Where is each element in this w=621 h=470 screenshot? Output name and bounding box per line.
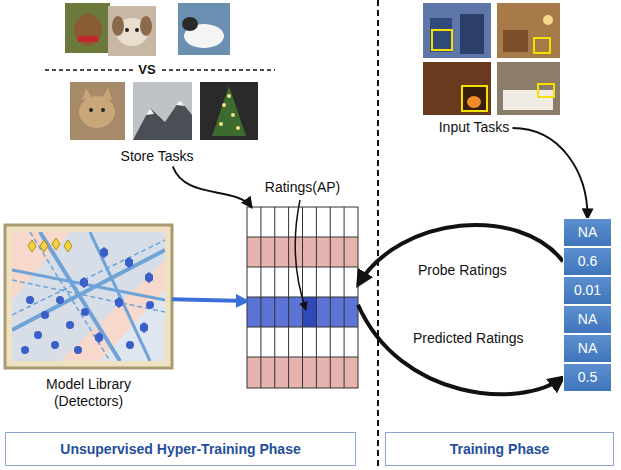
node-text: NA: [578, 340, 597, 357]
edge-label: Probe Ratings: [415, 262, 510, 279]
phase-box: Training Phase: [385, 432, 614, 466]
connector-arrow: [358, 305, 563, 395]
rating-matrix: Ratings(AP): [247, 207, 358, 388]
node-text: NA: [578, 224, 597, 241]
rating-cell: 0.01: [563, 276, 612, 305]
node-text: Input Tasks: [436, 119, 513, 136]
model-library-figure: [5, 225, 172, 368]
connector-arrow: [358, 225, 563, 285]
store-task-photos: [45, 3, 275, 140]
node-text: Training Phase: [450, 441, 550, 458]
connector-arrow: [513, 128, 588, 218]
node-text: Store Tasks: [118, 148, 197, 165]
input-task-photos: [423, 3, 560, 115]
rating-cell: 0.5: [563, 363, 612, 392]
rating-cell: NA: [563, 334, 612, 363]
rating-cell: NA: [563, 305, 612, 334]
leader-line: [295, 200, 306, 310]
node-text: NA: [578, 311, 597, 328]
task-caption: Input Tasks: [436, 119, 513, 138]
node-text: Unsupervised Hyper-Training Phase: [60, 441, 300, 458]
task-caption: Store Tasks: [118, 148, 197, 167]
node-text: 0.6: [578, 253, 597, 270]
phase-separator: [377, 0, 379, 470]
rating-matrix-grid: [247, 200, 358, 388]
connector-arrow: [173, 167, 252, 208]
phase-box: Unsupervised Hyper-Training Phase: [5, 432, 356, 466]
versus-label: VS: [134, 62, 159, 78]
connector-arrow: [172, 299, 247, 301]
rating-cell: 0.6: [563, 247, 612, 276]
node-text: 0.01: [574, 282, 601, 299]
model-library: Model Library (Detectors): [5, 225, 172, 368]
node-text: Ratings(AP): [265, 179, 340, 196]
rating-cell: NA: [563, 218, 612, 247]
edge-label: Predicted Ratings: [410, 330, 527, 347]
node-text: Model Library (Detectors): [24, 376, 154, 410]
node-text: 0.5: [578, 369, 597, 386]
